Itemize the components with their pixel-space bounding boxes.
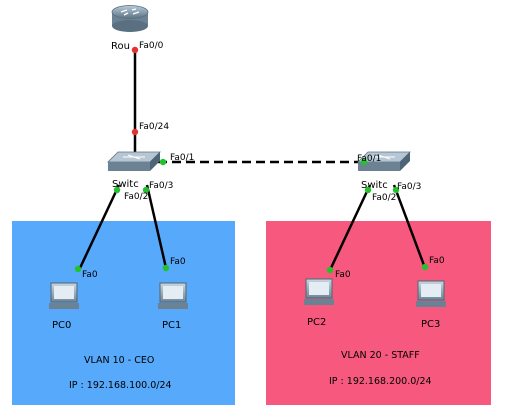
port-label-pc2-fa0: Fa0 <box>335 270 351 280</box>
port-dot-pc0-fa0 <box>74 265 82 273</box>
pc1-label: PC1 <box>162 320 181 331</box>
port-dot-router-fa0-0 <box>131 46 139 54</box>
port-label-pc0-fa0: Fa0 <box>82 270 98 280</box>
port-dot-pc3-fa0 <box>421 263 429 271</box>
port-label-pc3-fa0: Fa0 <box>429 256 445 266</box>
port-dot-switch2-fa0-3 <box>392 186 400 194</box>
vlan20-zone <box>266 221 491 405</box>
link-switch1-pc1[interactable] <box>145 184 168 269</box>
switch2-icon[interactable] <box>357 151 411 171</box>
vlan10-ip: IP : 192.168.100.0/24 <box>69 380 172 391</box>
pc2-label: PC2 <box>307 317 326 328</box>
pc1-icon[interactable] <box>158 282 188 309</box>
vlan20-name: VLAN 20 - STAFF <box>341 350 420 361</box>
port-label-switch2-fa0-2: Fa0/2 <box>372 193 396 203</box>
switch1-icon[interactable] <box>107 151 161 171</box>
port-label-switch1-fa0-2: Fa0/2 <box>124 192 148 202</box>
link-switch1-pc0[interactable] <box>78 184 121 269</box>
switch2-label: Switc <box>361 180 388 191</box>
port-label-switch1-fa0-24: Fa0/24 <box>139 122 169 132</box>
port-dot-pc2-fa0 <box>326 266 334 274</box>
port-label-switch2-fa0-1: Fa0/1 <box>357 154 381 164</box>
port-dot-switch1-fa0-1 <box>159 158 167 166</box>
link-switch2-pc3[interactable] <box>392 184 427 269</box>
vlan10-name: VLAN 10 - CEO <box>84 355 154 366</box>
port-dot-pc1-fa0 <box>162 264 170 272</box>
port-label-switch1-fa0-1: Fa0/1 <box>170 153 194 163</box>
port-label-router-fa0-0: Fa0/0 <box>139 41 164 51</box>
pc3-label: PC3 <box>421 319 440 330</box>
port-dot-switch2-fa0-1 <box>360 158 368 166</box>
link-switch2-pc2[interactable] <box>329 184 372 269</box>
router-icon[interactable] <box>111 5 149 33</box>
port-dot-switch1-fa0-3 <box>142 186 150 194</box>
pc2-icon[interactable] <box>304 278 334 305</box>
port-label-switch2-fa0-3: Fa0/3 <box>397 182 421 192</box>
port-dot-switch1-fa0-2 <box>113 186 121 194</box>
port-label-pc1-fa0: Fa0 <box>170 257 186 267</box>
switch1-label: Switc <box>112 179 139 190</box>
port-dot-switch2-fa0-2 <box>364 186 372 194</box>
router-label: Rou <box>111 41 130 52</box>
vlan10-zone <box>12 221 235 405</box>
pc3-icon[interactable] <box>416 280 446 307</box>
pc0-icon[interactable] <box>49 282 79 309</box>
port-dot-switch1-fa0-24 <box>131 128 139 136</box>
port-label-switch1-fa0-3: Fa0/3 <box>149 181 173 191</box>
vlan20-ip: IP : 192.168.200.0/24 <box>329 376 432 387</box>
pc0-label: PC0 <box>52 320 71 331</box>
